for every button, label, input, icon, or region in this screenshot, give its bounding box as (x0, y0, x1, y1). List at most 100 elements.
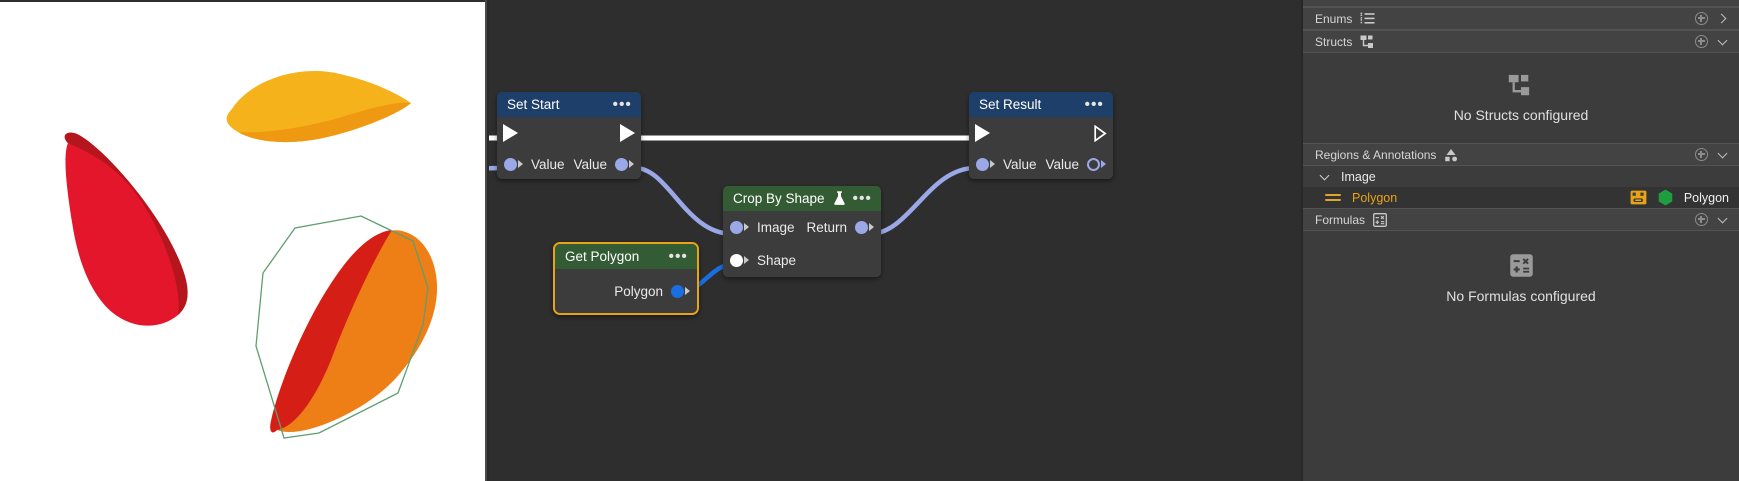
section-header-enums[interactable]: Enums (1303, 7, 1739, 30)
graph-wires (489, 135, 976, 294)
value-pin-row: Value Value (969, 149, 1113, 179)
node-title: Set Result (979, 97, 1042, 112)
input-pin-arrow-icon (990, 160, 995, 168)
calculator-icon (1509, 254, 1533, 277)
image-canvas[interactable] (0, 2, 487, 481)
struct-tree-icon (1508, 74, 1530, 95)
input-pin-value[interactable] (976, 157, 989, 171)
image-viewport[interactable] (0, 0, 487, 481)
properties-panel: Enums Structs (1301, 0, 1739, 481)
output-pin-value[interactable] (615, 157, 628, 171)
add-region-button[interactable] (1695, 148, 1708, 161)
red-teardrop (64, 132, 188, 326)
node-header-icons: ••• (1084, 95, 1104, 113)
exec-pin-row (497, 117, 641, 149)
node-get-polygon[interactable]: Get Polygon ••• Polygon (553, 242, 699, 315)
polygon-annotation (255, 215, 429, 439)
input-pin-shape[interactable] (730, 253, 743, 267)
add-formula-button[interactable] (1695, 213, 1708, 226)
exec-out-pin-icon[interactable] (1094, 124, 1107, 142)
node-header-icons: ••• (612, 95, 632, 113)
node-header-icons: ••• (833, 191, 872, 206)
image-shapes (64, 71, 438, 439)
calculator-icon (1373, 212, 1387, 227)
section-header-partial (1303, 0, 1739, 7)
tree-group-label: Image (1341, 169, 1376, 184)
orange-teardrop (270, 230, 438, 433)
add-enum-button[interactable] (1695, 12, 1708, 25)
input-pin-label: Value (1003, 156, 1037, 172)
exec-pin-row (969, 117, 1113, 149)
exec-in-pin-icon[interactable] (503, 124, 518, 142)
node-body: Value Value (969, 117, 1113, 179)
node-menu-icon[interactable]: ••• (1084, 95, 1104, 113)
structs-empty-state: No Structs configured (1303, 53, 1739, 143)
node-title: Set Start (507, 97, 560, 112)
input-pin-label: Value (531, 156, 565, 172)
node-header[interactable]: Get Polygon ••• (555, 244, 697, 269)
section-actions (1695, 148, 1729, 161)
flask-icon (833, 191, 845, 205)
tree-group-image[interactable]: Image (1303, 166, 1739, 187)
section-actions (1695, 12, 1729, 25)
node-header[interactable]: Set Start ••• (497, 92, 641, 117)
node-body: Polygon (555, 269, 697, 313)
input-pin-label: Image (757, 219, 795, 235)
chevron-down-icon[interactable] (1718, 36, 1729, 47)
section-header-formulas[interactable]: Formulas (1303, 208, 1739, 231)
output-pin-label: Return (806, 219, 847, 235)
numbered-list-icon (1360, 12, 1375, 25)
node-menu-icon[interactable]: ••• (668, 247, 688, 265)
output-pin-label: Value (573, 156, 607, 172)
shape-pin-row: Shape (723, 243, 881, 277)
input-pin-value[interactable] (504, 157, 517, 171)
input-pin-arrow-icon (518, 160, 523, 168)
struct-tree-icon (1360, 35, 1376, 49)
section-actions (1695, 35, 1729, 48)
chevron-down-icon[interactable] (1319, 171, 1331, 183)
linked-reference-icon[interactable] (1630, 190, 1647, 205)
input-pin-image[interactable] (730, 220, 743, 234)
input-pin-arrow-icon (744, 256, 749, 264)
chevron-right-icon[interactable] (1718, 13, 1729, 24)
output-pin-label: Polygon (614, 283, 663, 299)
exec-in-pin-icon[interactable] (975, 124, 990, 142)
section-header-regions-annotations[interactable]: Regions & Annotations (1303, 143, 1739, 166)
output-pin-return[interactable] (855, 220, 868, 234)
node-menu-icon[interactable]: ••• (612, 95, 632, 113)
section-title: Enums (1315, 11, 1353, 26)
add-struct-button[interactable] (1695, 35, 1708, 48)
node-set-result[interactable]: Set Result ••• Value (969, 92, 1113, 179)
list-item-polygon[interactable]: Polygon Polygon (1303, 187, 1739, 208)
output-pin-label: Value (1045, 156, 1079, 172)
chevron-down-icon[interactable] (1718, 214, 1729, 225)
node-graph-canvas[interactable]: Set Start ••• Value Value (489, 0, 1301, 481)
exec-out-pin-icon[interactable] (620, 124, 635, 142)
output-pin-value[interactable] (1087, 157, 1100, 171)
node-crop-by-shape[interactable]: Crop By Shape ••• Image Return (723, 186, 881, 277)
section-header-structs[interactable]: Structs (1303, 30, 1739, 53)
image-return-pin-row: Image Return (723, 211, 881, 243)
output-pin-arrow-icon (1101, 160, 1106, 168)
region-item-meta: Polygon (1630, 189, 1729, 206)
input-pin-label: Shape (757, 252, 797, 268)
node-header[interactable]: Crop By Shape ••• (723, 186, 881, 211)
viewport-divider[interactable] (485, 0, 487, 481)
node-set-start[interactable]: Set Start ••• Value Value (497, 92, 641, 179)
input-pin-arrow-icon (744, 223, 749, 231)
polygon-pin-row: Polygon (555, 269, 697, 313)
output-pin-polygon[interactable] (671, 284, 684, 298)
section-title: Regions & Annotations (1315, 147, 1437, 162)
output-pin-arrow-icon (869, 223, 874, 231)
chevron-down-icon[interactable] (1718, 149, 1729, 160)
node-body: Value Value (497, 117, 641, 179)
node-title: Crop By Shape (733, 191, 825, 206)
region-item-name: Polygon (1352, 190, 1398, 205)
empty-state-text: No Formulas configured (1446, 288, 1596, 304)
section-title: Formulas (1315, 212, 1366, 227)
yellow-teardrop (226, 71, 411, 143)
node-menu-icon[interactable]: ••• (852, 189, 872, 207)
node-title: Get Polygon (565, 249, 640, 264)
node-header[interactable]: Set Result ••• (969, 92, 1113, 117)
